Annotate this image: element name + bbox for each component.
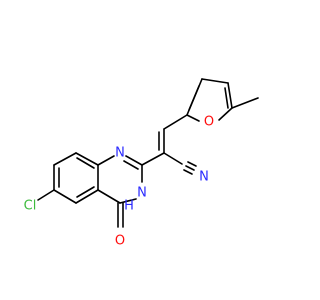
bond (224, 87, 229, 109)
furan-oxygen-label: O (204, 115, 214, 130)
bond (227, 82, 233, 109)
atom-labels: Cl O N H N N O (24, 115, 214, 249)
bond (125, 155, 143, 166)
bond (123, 160, 139, 170)
ring-nitrogen-label: N (115, 146, 125, 161)
nitrile-nitrogen-label: N (199, 170, 209, 185)
bond (163, 114, 188, 130)
molecule-structure: Cl O N H N N O (24, 78, 259, 249)
bonds (37, 78, 259, 228)
bond (141, 152, 165, 166)
bond (185, 165, 195, 171)
bond (97, 155, 115, 166)
bond (76, 157, 95, 169)
bond (97, 189, 121, 204)
structure-canvas: Cl O N H N N O (24, 78, 259, 249)
carbonyl-oxygen-label: O (115, 234, 125, 249)
chlorine-label: Cl (24, 199, 37, 214)
bond (75, 189, 99, 204)
bond (218, 107, 233, 121)
bond (75, 152, 99, 166)
nh-hydrogen-label: H (124, 199, 134, 214)
bond (201, 78, 229, 84)
bond (183, 169, 193, 175)
bond (187, 161, 197, 167)
bond (53, 152, 77, 166)
bond (37, 189, 55, 201)
bond (231, 97, 259, 109)
bond (188, 85, 200, 111)
bond (76, 186, 95, 198)
bond (53, 189, 77, 204)
bond (163, 152, 183, 165)
ring-nh-nitrogen-label: N (137, 186, 147, 201)
bond (186, 114, 200, 122)
